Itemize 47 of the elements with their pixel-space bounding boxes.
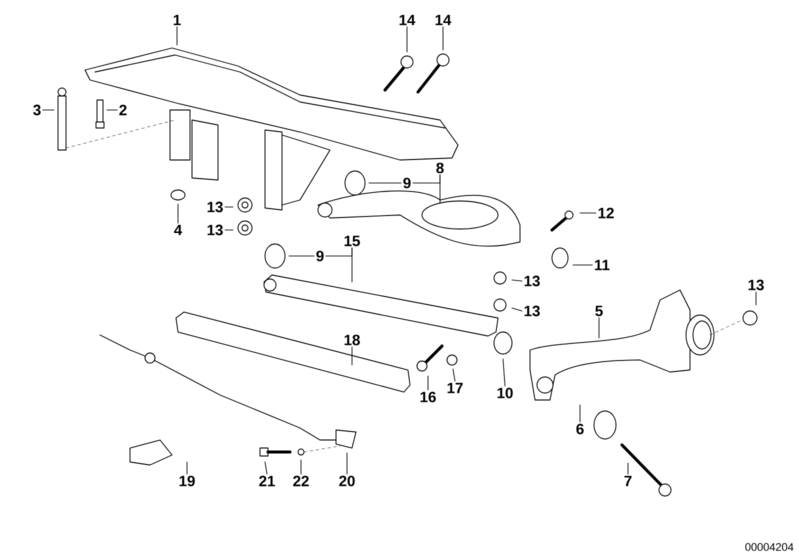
leader-line xyxy=(442,26,444,50)
leader-line xyxy=(598,318,600,338)
callout-number: 13 xyxy=(205,223,225,237)
callout-number: 14 xyxy=(397,13,417,27)
leader-line xyxy=(264,462,268,474)
callout-number: 6 xyxy=(574,422,586,436)
leader-line xyxy=(300,460,302,474)
callout-number: 10 xyxy=(495,386,515,400)
callout-number: 13 xyxy=(205,200,225,214)
callout-number: 19 xyxy=(177,474,197,488)
leader-line xyxy=(224,206,234,208)
leader-line xyxy=(346,452,348,474)
diagram-number: 00004204 xyxy=(745,543,794,551)
callout-number: 9 xyxy=(314,249,326,263)
callout-number: 4 xyxy=(172,223,184,237)
callout-number: 13 xyxy=(746,278,766,292)
callout-number: 18 xyxy=(342,333,362,347)
callout-number: 22 xyxy=(291,474,311,488)
callout-number: 13 xyxy=(522,304,542,318)
callout-number: 1 xyxy=(171,13,183,27)
callout-number: 8 xyxy=(434,161,446,175)
callout-number: 9 xyxy=(401,176,413,190)
leader-line xyxy=(325,248,352,256)
leader-line xyxy=(572,264,593,266)
callout-number: 3 xyxy=(31,103,43,117)
leader-line xyxy=(452,368,456,382)
callout-number: 13 xyxy=(522,274,542,288)
callout-number: 15 xyxy=(342,234,362,248)
leader-line xyxy=(502,358,506,386)
leader-line xyxy=(580,212,596,214)
callout-number: 14 xyxy=(433,13,453,27)
callout-number: 16 xyxy=(418,390,438,404)
leader-line xyxy=(368,182,402,184)
leader-line xyxy=(406,26,408,52)
leader-line xyxy=(512,280,522,282)
callout-number: 5 xyxy=(593,304,605,318)
leader-line xyxy=(512,308,522,312)
leader-line xyxy=(412,174,440,184)
callout-number: 11 xyxy=(592,258,612,272)
callout-number: 21 xyxy=(257,474,277,488)
callout-number: 12 xyxy=(596,206,616,220)
callout-number: 20 xyxy=(337,474,357,488)
callout-number: 17 xyxy=(445,381,465,395)
callout-number: 2 xyxy=(117,103,129,117)
callout-number: 7 xyxy=(622,474,634,488)
leader-line xyxy=(186,462,188,474)
leader-line xyxy=(176,26,178,46)
